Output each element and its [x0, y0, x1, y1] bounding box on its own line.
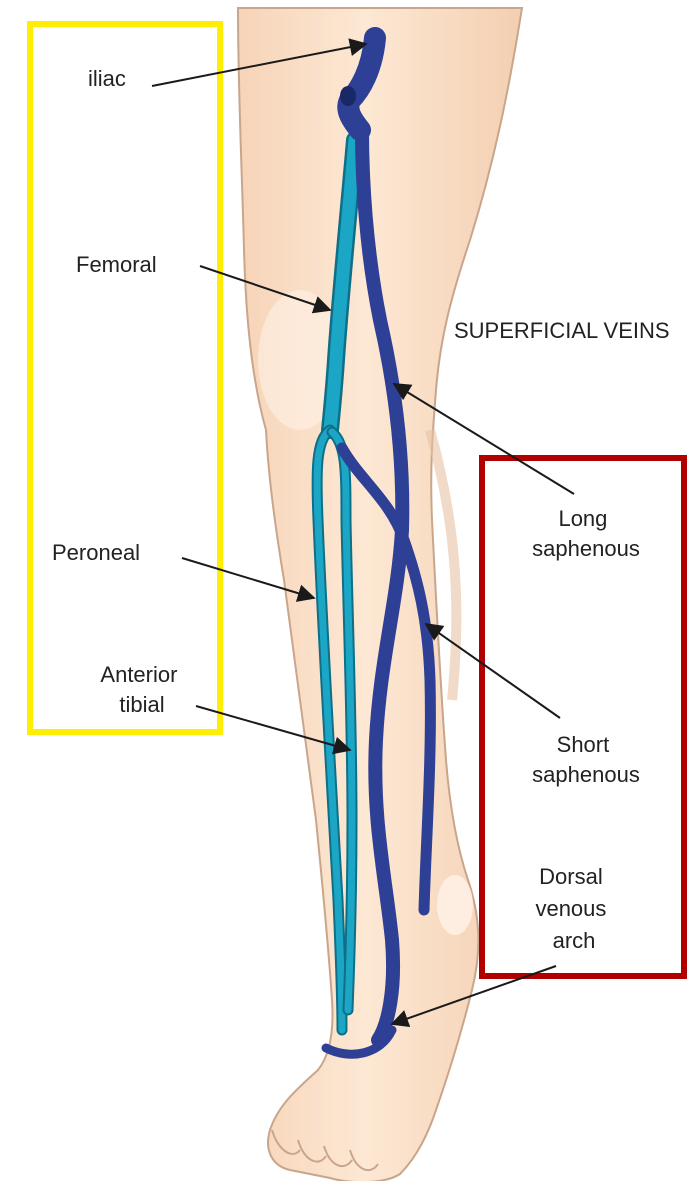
label-short-saphenous: Short saphenous	[532, 732, 640, 787]
label-iliac: iliac	[88, 66, 126, 91]
label-anterior-tibial: Anterior tibial	[100, 662, 183, 717]
label-peroneal: Peroneal	[52, 540, 140, 565]
ankle-bone	[437, 875, 473, 935]
label-femoral: Femoral	[76, 252, 157, 277]
superficial-veins-heading: SUPERFICIAL VEINS	[454, 318, 670, 343]
label-long-saphenous: Long saphenous	[532, 506, 640, 561]
label-dorsal-venous-arch: Dorsal venous arch	[535, 864, 612, 953]
deep-veins-group-box	[30, 24, 220, 732]
short-saphenous-arrow	[426, 624, 560, 718]
